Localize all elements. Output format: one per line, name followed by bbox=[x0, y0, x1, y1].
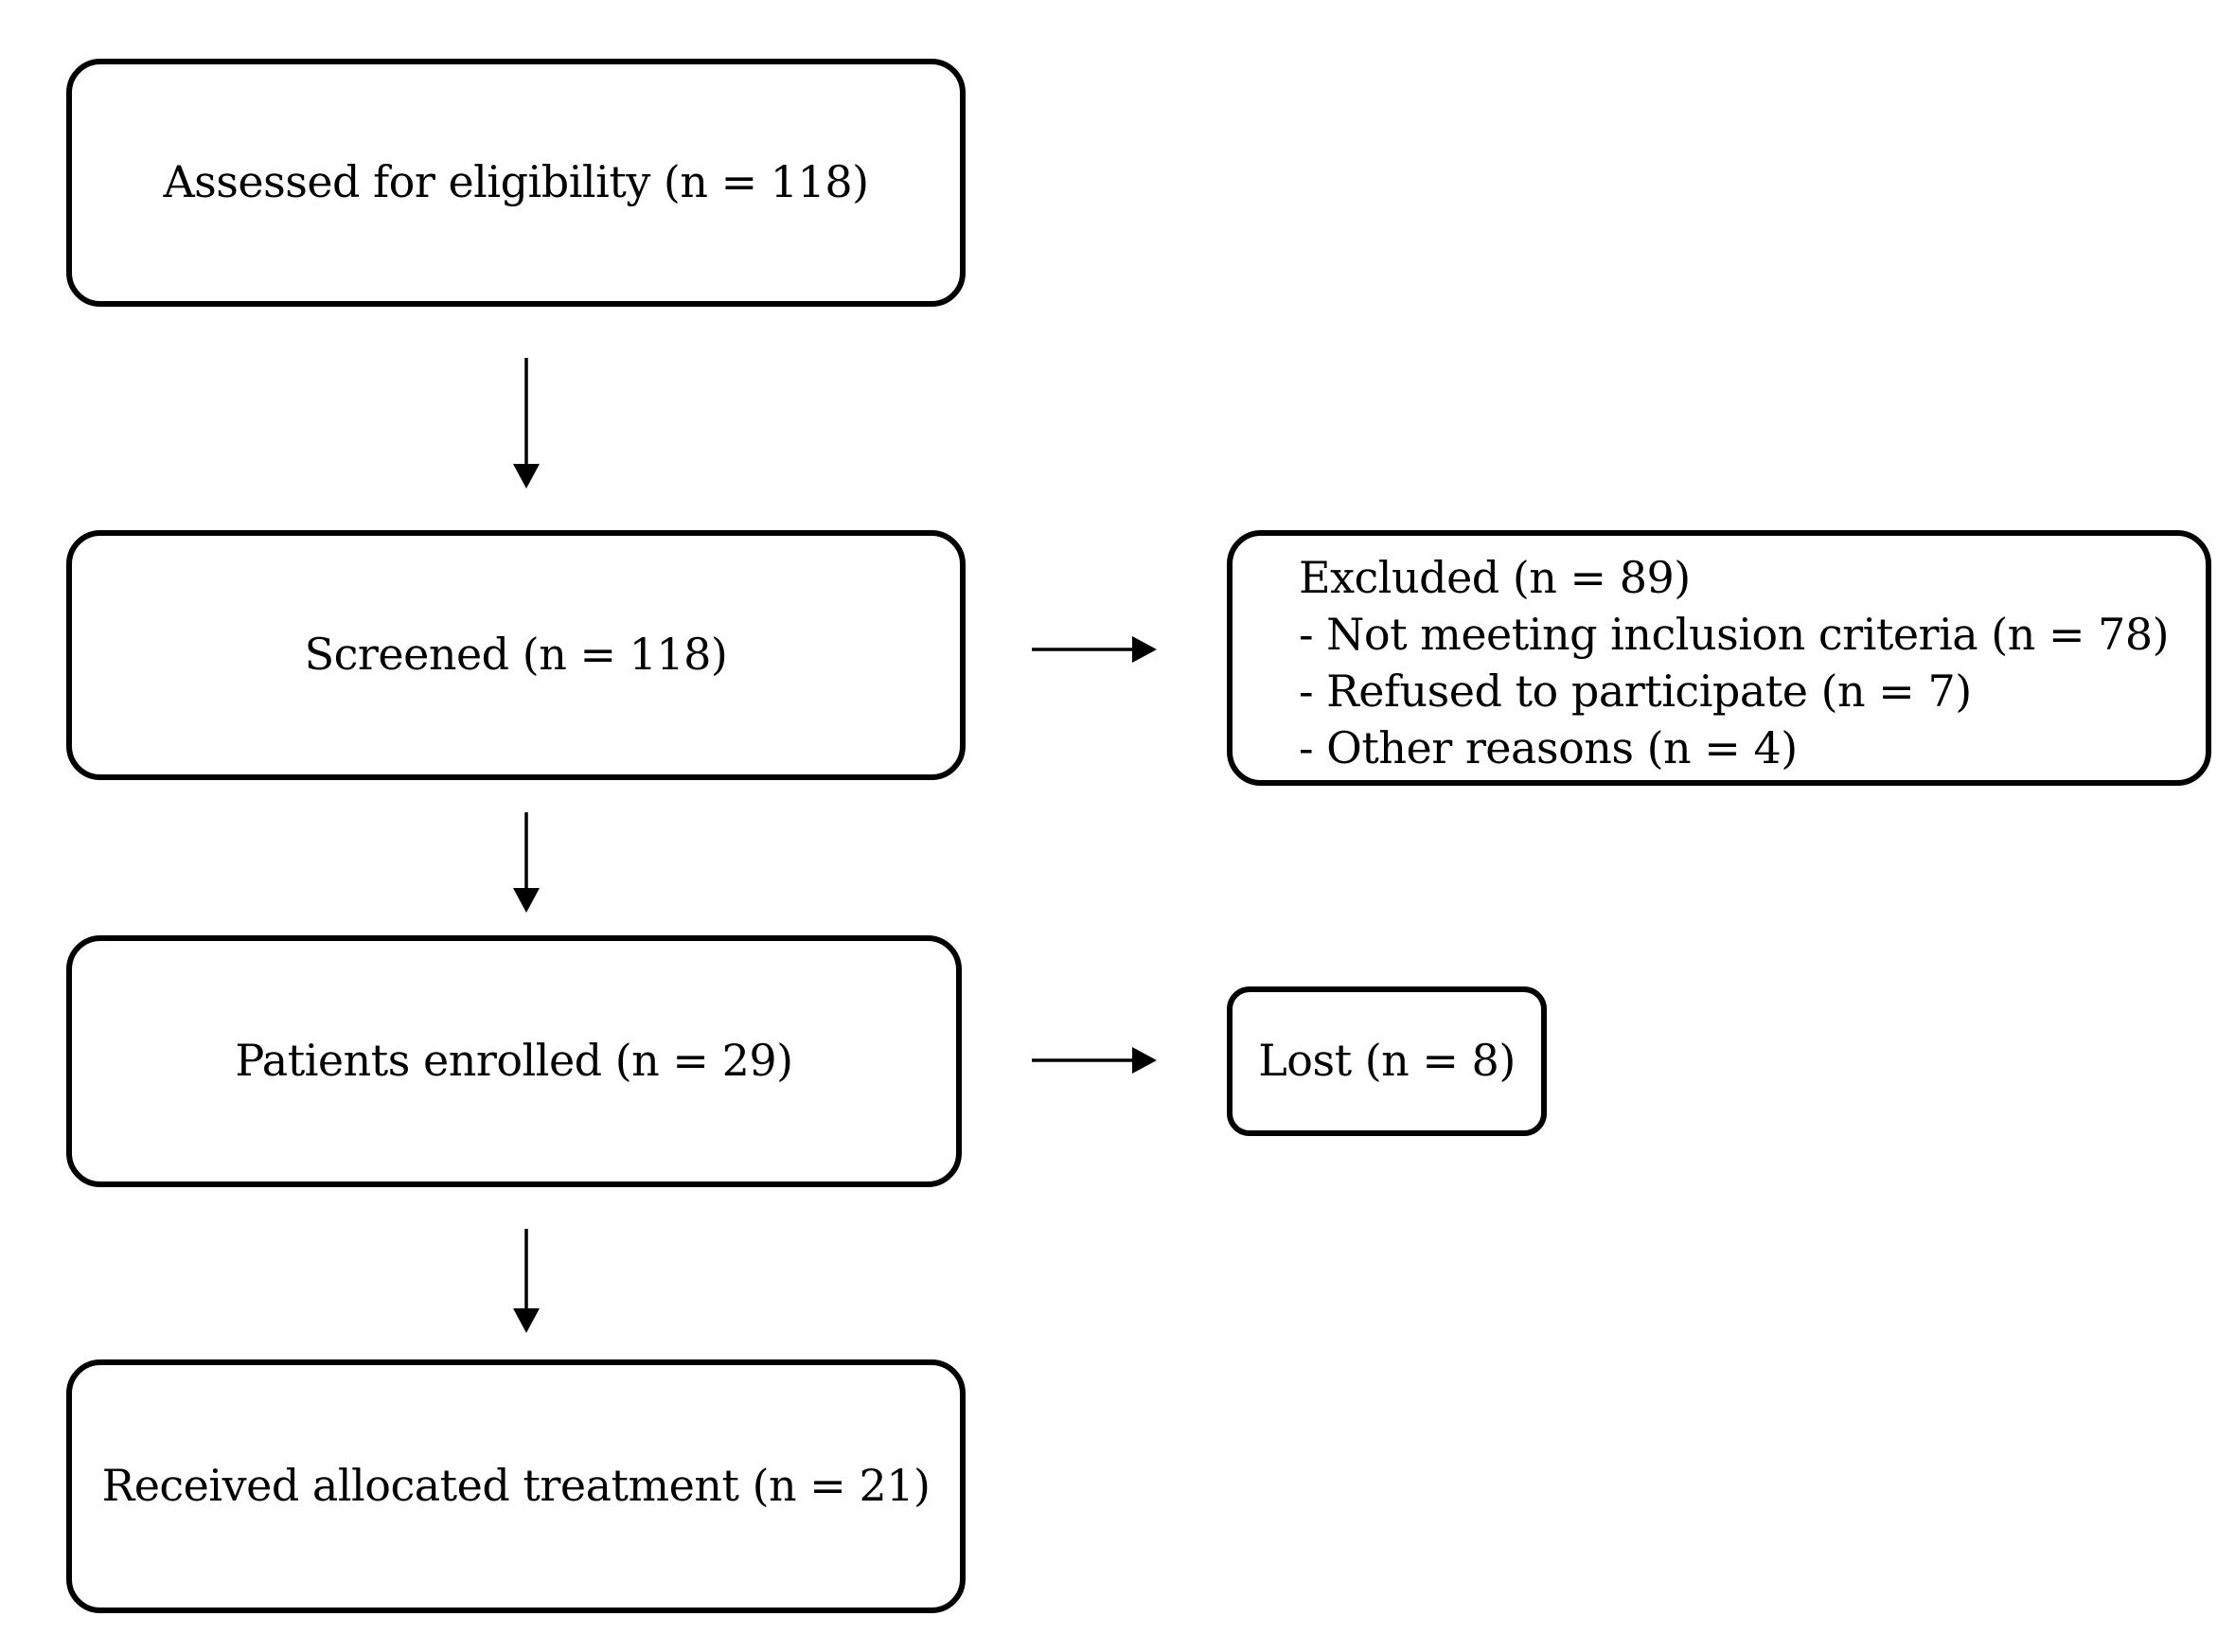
excluded-reason-other: - Other reasons (n = 4) bbox=[1299, 722, 1798, 773]
excluded-box: Excluded (n = 89) - Not meeting inclusio… bbox=[1227, 530, 2211, 786]
received-label: Received allocated treatment (n = 21) bbox=[101, 1460, 931, 1512]
enrolled-box: Patients enrolled (n = 29) bbox=[66, 935, 962, 1187]
screened-label: Screened (n = 118) bbox=[304, 629, 728, 681]
arrowhead-down-3 bbox=[513, 1308, 540, 1333]
excluded-reason-refused: - Refused to participate (n = 7) bbox=[1299, 666, 1972, 717]
enrolled-label: Patients enrolled (n = 29) bbox=[235, 1035, 793, 1087]
screened-box: Screened (n = 118) bbox=[66, 530, 966, 780]
excluded-title: Excluded (n = 89) bbox=[1299, 552, 1691, 603]
arrowhead-down-2 bbox=[513, 888, 540, 913]
arrowhead-down-1 bbox=[513, 464, 540, 488]
excluded-reason-inclusion: - Not meeting inclusion criteria (n = 78… bbox=[1299, 609, 2170, 660]
lost-label: Lost (n = 8) bbox=[1258, 1035, 1516, 1087]
assessed-label: Assessed for eligibility (n = 118) bbox=[163, 156, 869, 208]
excluded-list: Excluded (n = 89) - Not meeting inclusio… bbox=[1299, 549, 2170, 776]
arrowhead-right-2 bbox=[1132, 1047, 1157, 1074]
assessed-box: Assessed for eligibility (n = 118) bbox=[66, 59, 966, 307]
lost-box: Lost (n = 8) bbox=[1227, 986, 1547, 1136]
arrowhead-right-1 bbox=[1132, 636, 1157, 663]
received-box: Received allocated treatment (n = 21) bbox=[66, 1359, 966, 1613]
